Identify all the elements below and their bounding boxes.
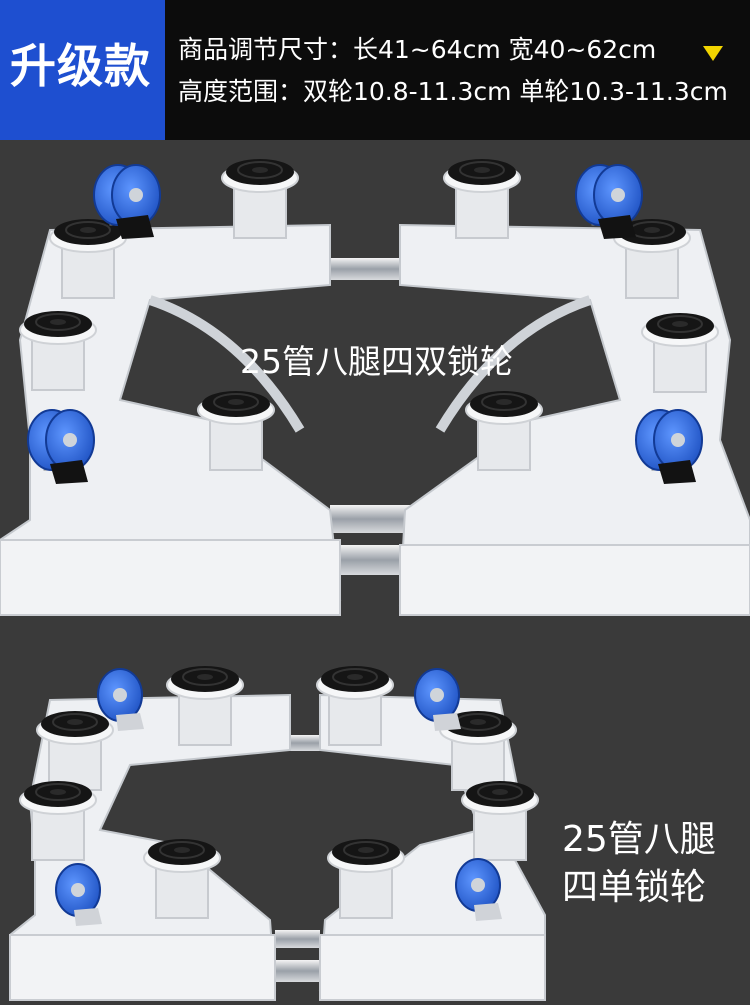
- height-spec-text: 高度范围：双轮10.8-11.3cm 单轮10.3-11.3cm: [178, 77, 728, 106]
- product-photo: [0, 158, 750, 1002]
- upgrade-badge: 升级款: [0, 0, 165, 140]
- double-lock-label: 25管八腿四双锁轮: [240, 342, 513, 381]
- single-lock-label-line1: 25管八腿: [562, 819, 716, 860]
- badge-text: 升级款: [10, 39, 151, 93]
- size-spec-text: 商品调节尺寸：长41~64cm 宽40~62cm: [178, 35, 657, 64]
- single-lock-label: 25管八腿 四单锁轮: [562, 816, 716, 912]
- single-lock-label-line2: 四单锁轮: [562, 867, 707, 908]
- down-triangle-icon: [703, 46, 723, 61]
- header-banner: 升级款 商品调节尺寸：长41~64cm 宽40~62cm 高度范围：双轮10.8…: [0, 0, 750, 140]
